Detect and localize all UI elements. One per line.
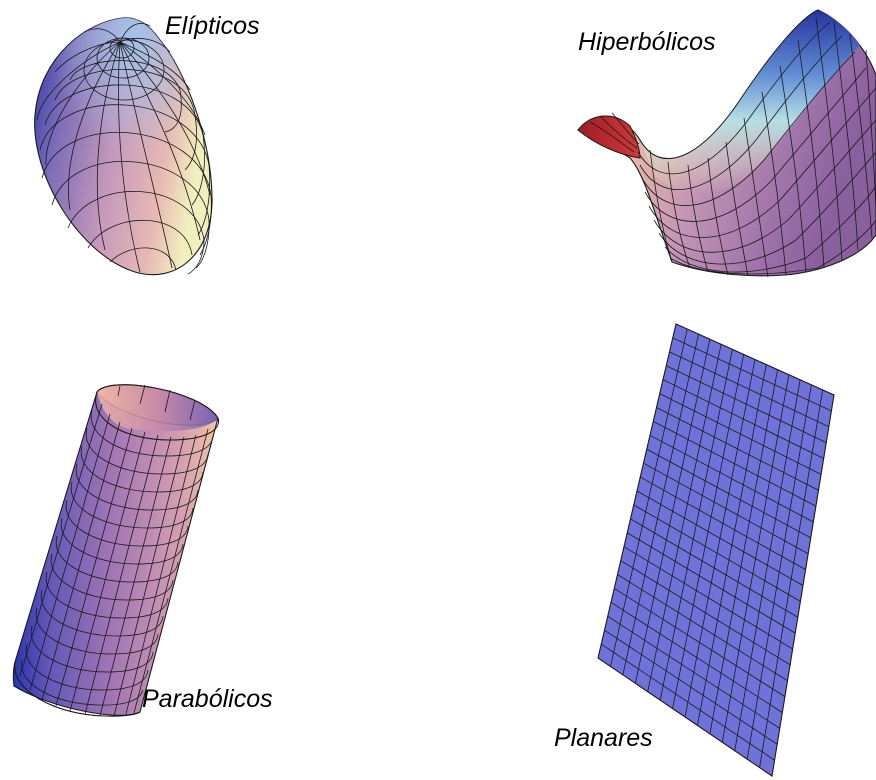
planar-grid-line: [669, 351, 830, 428]
planar-grid-line: [630, 518, 799, 618]
hyperbolic-mesh: [589, 9, 876, 278]
planar-surface: Planares: [554, 323, 835, 777]
planar-grid-line: [604, 629, 778, 745]
planar-grid-line: [643, 462, 809, 555]
planar-grid-line: [620, 560, 791, 666]
planar-grid-line: [610, 601, 783, 713]
planar-grid-line: [623, 546, 793, 650]
planar-grid-line: [653, 421, 817, 507]
parabolic-label: Parabólicos: [142, 685, 273, 713]
planar-grid-line: [646, 448, 811, 539]
planar-grid-line: [627, 532, 796, 634]
hyperbolic-label: Hiperbólicos: [578, 28, 716, 56]
elliptic-label: Elípticos: [165, 12, 259, 40]
parabolic-rulings: [19, 384, 209, 717]
planar-grid-line: [617, 574, 788, 682]
planar-label: Planares: [554, 724, 653, 752]
planar-grid-line: [666, 365, 827, 443]
parabolic-rings: [21, 409, 214, 706]
planar-grid-line: [601, 643, 775, 761]
planar-grid-line: [659, 393, 822, 475]
planar-mesh: [601, 328, 832, 768]
planar-grid-line: [636, 490, 804, 586]
planar-grid-line: [633, 504, 801, 602]
planar-grid-line: [614, 588, 786, 697]
planar-grid-line: [649, 434, 814, 523]
planar-grid-line: [672, 337, 832, 412]
planar-grid-line: [607, 615, 780, 729]
planar-grid-line: [656, 407, 819, 491]
elliptic-parallels: [39, 37, 212, 275]
planar-grid-line: [640, 476, 806, 570]
planar-grid-line: [662, 379, 824, 459]
hyperbolic-surface: Hiperbólicos: [576, 9, 876, 278]
elliptic-surface: Elípticos: [34, 12, 259, 276]
parabolic-surface: Parabólicos: [12, 384, 273, 717]
